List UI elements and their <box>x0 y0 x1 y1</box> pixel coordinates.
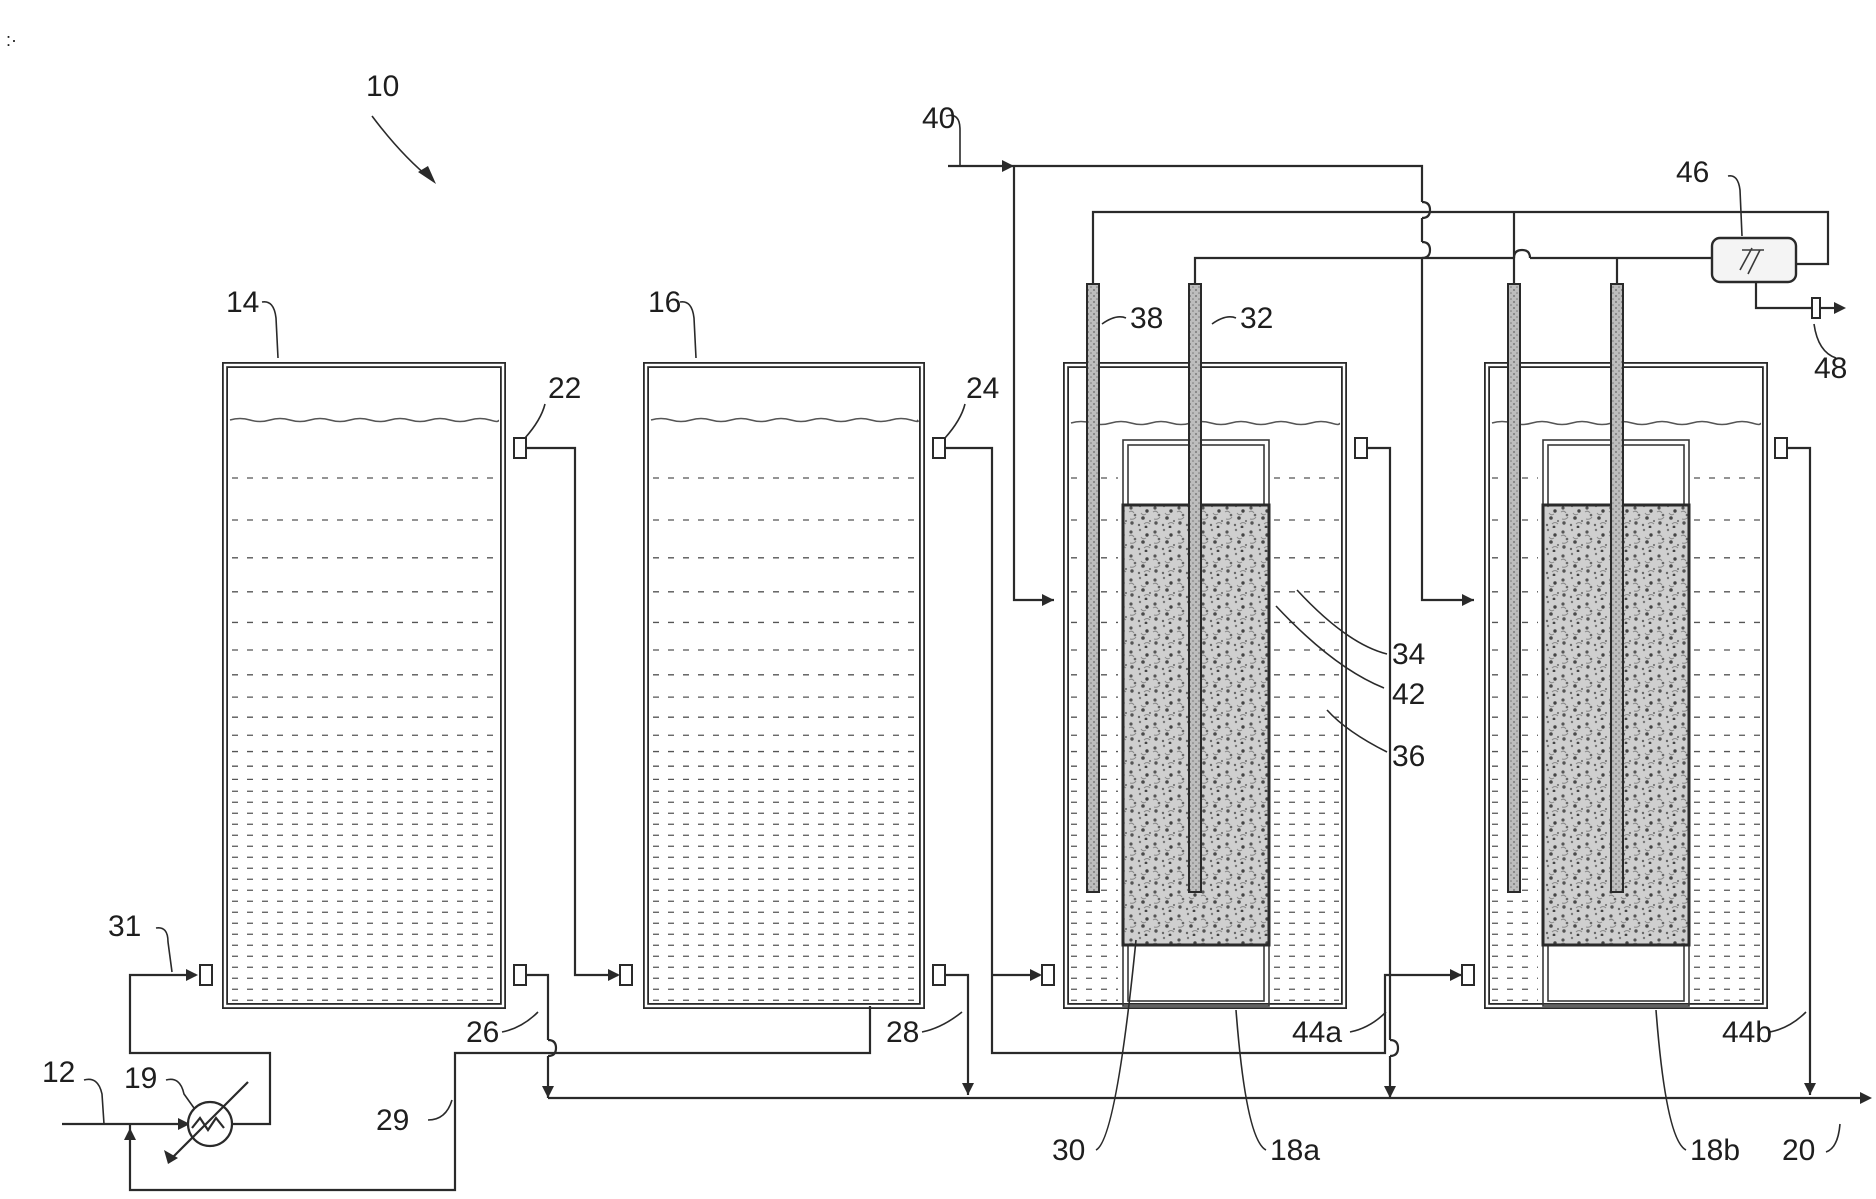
label-24: 24 <box>966 372 999 405</box>
label-42: 42 <box>1392 678 1425 711</box>
label-14: 14 <box>226 286 259 319</box>
tank-16 <box>646 365 922 1006</box>
label-10: 10 <box>366 70 399 103</box>
label-29: 29 <box>376 1104 409 1137</box>
label-26: 26 <box>466 1016 499 1049</box>
electrode-38 <box>1087 284 1099 892</box>
electrode-32 <box>1189 284 1201 892</box>
power-unit-46 <box>1712 238 1796 282</box>
tank-14 <box>225 365 503 1006</box>
label-28: 28 <box>886 1016 919 1049</box>
label-18b: 18b <box>1690 1134 1740 1167</box>
label-30: 30 <box>1052 1134 1085 1167</box>
vessel-18b <box>1487 284 1765 1006</box>
vessel-18a <box>1066 284 1344 1006</box>
label-31: 31 <box>108 910 141 943</box>
label-44b: 44b <box>1722 1016 1772 1049</box>
label-32: 32 <box>1240 302 1273 335</box>
label-36: 36 <box>1392 740 1425 773</box>
label-22: 22 <box>548 372 581 405</box>
label-34: 34 <box>1392 638 1425 671</box>
label-19: 19 <box>124 1062 157 1095</box>
label-48: 48 <box>1814 352 1847 385</box>
corner-mark: :· <box>6 30 17 50</box>
label-16: 16 <box>648 286 681 319</box>
label-38: 38 <box>1130 302 1163 335</box>
label-12: 12 <box>42 1056 75 1089</box>
label-18a: 18a <box>1270 1134 1320 1167</box>
label-40: 40 <box>922 102 955 135</box>
label-44a: 44a <box>1292 1016 1342 1049</box>
label-20: 20 <box>1782 1134 1815 1167</box>
label-46: 46 <box>1676 156 1709 189</box>
